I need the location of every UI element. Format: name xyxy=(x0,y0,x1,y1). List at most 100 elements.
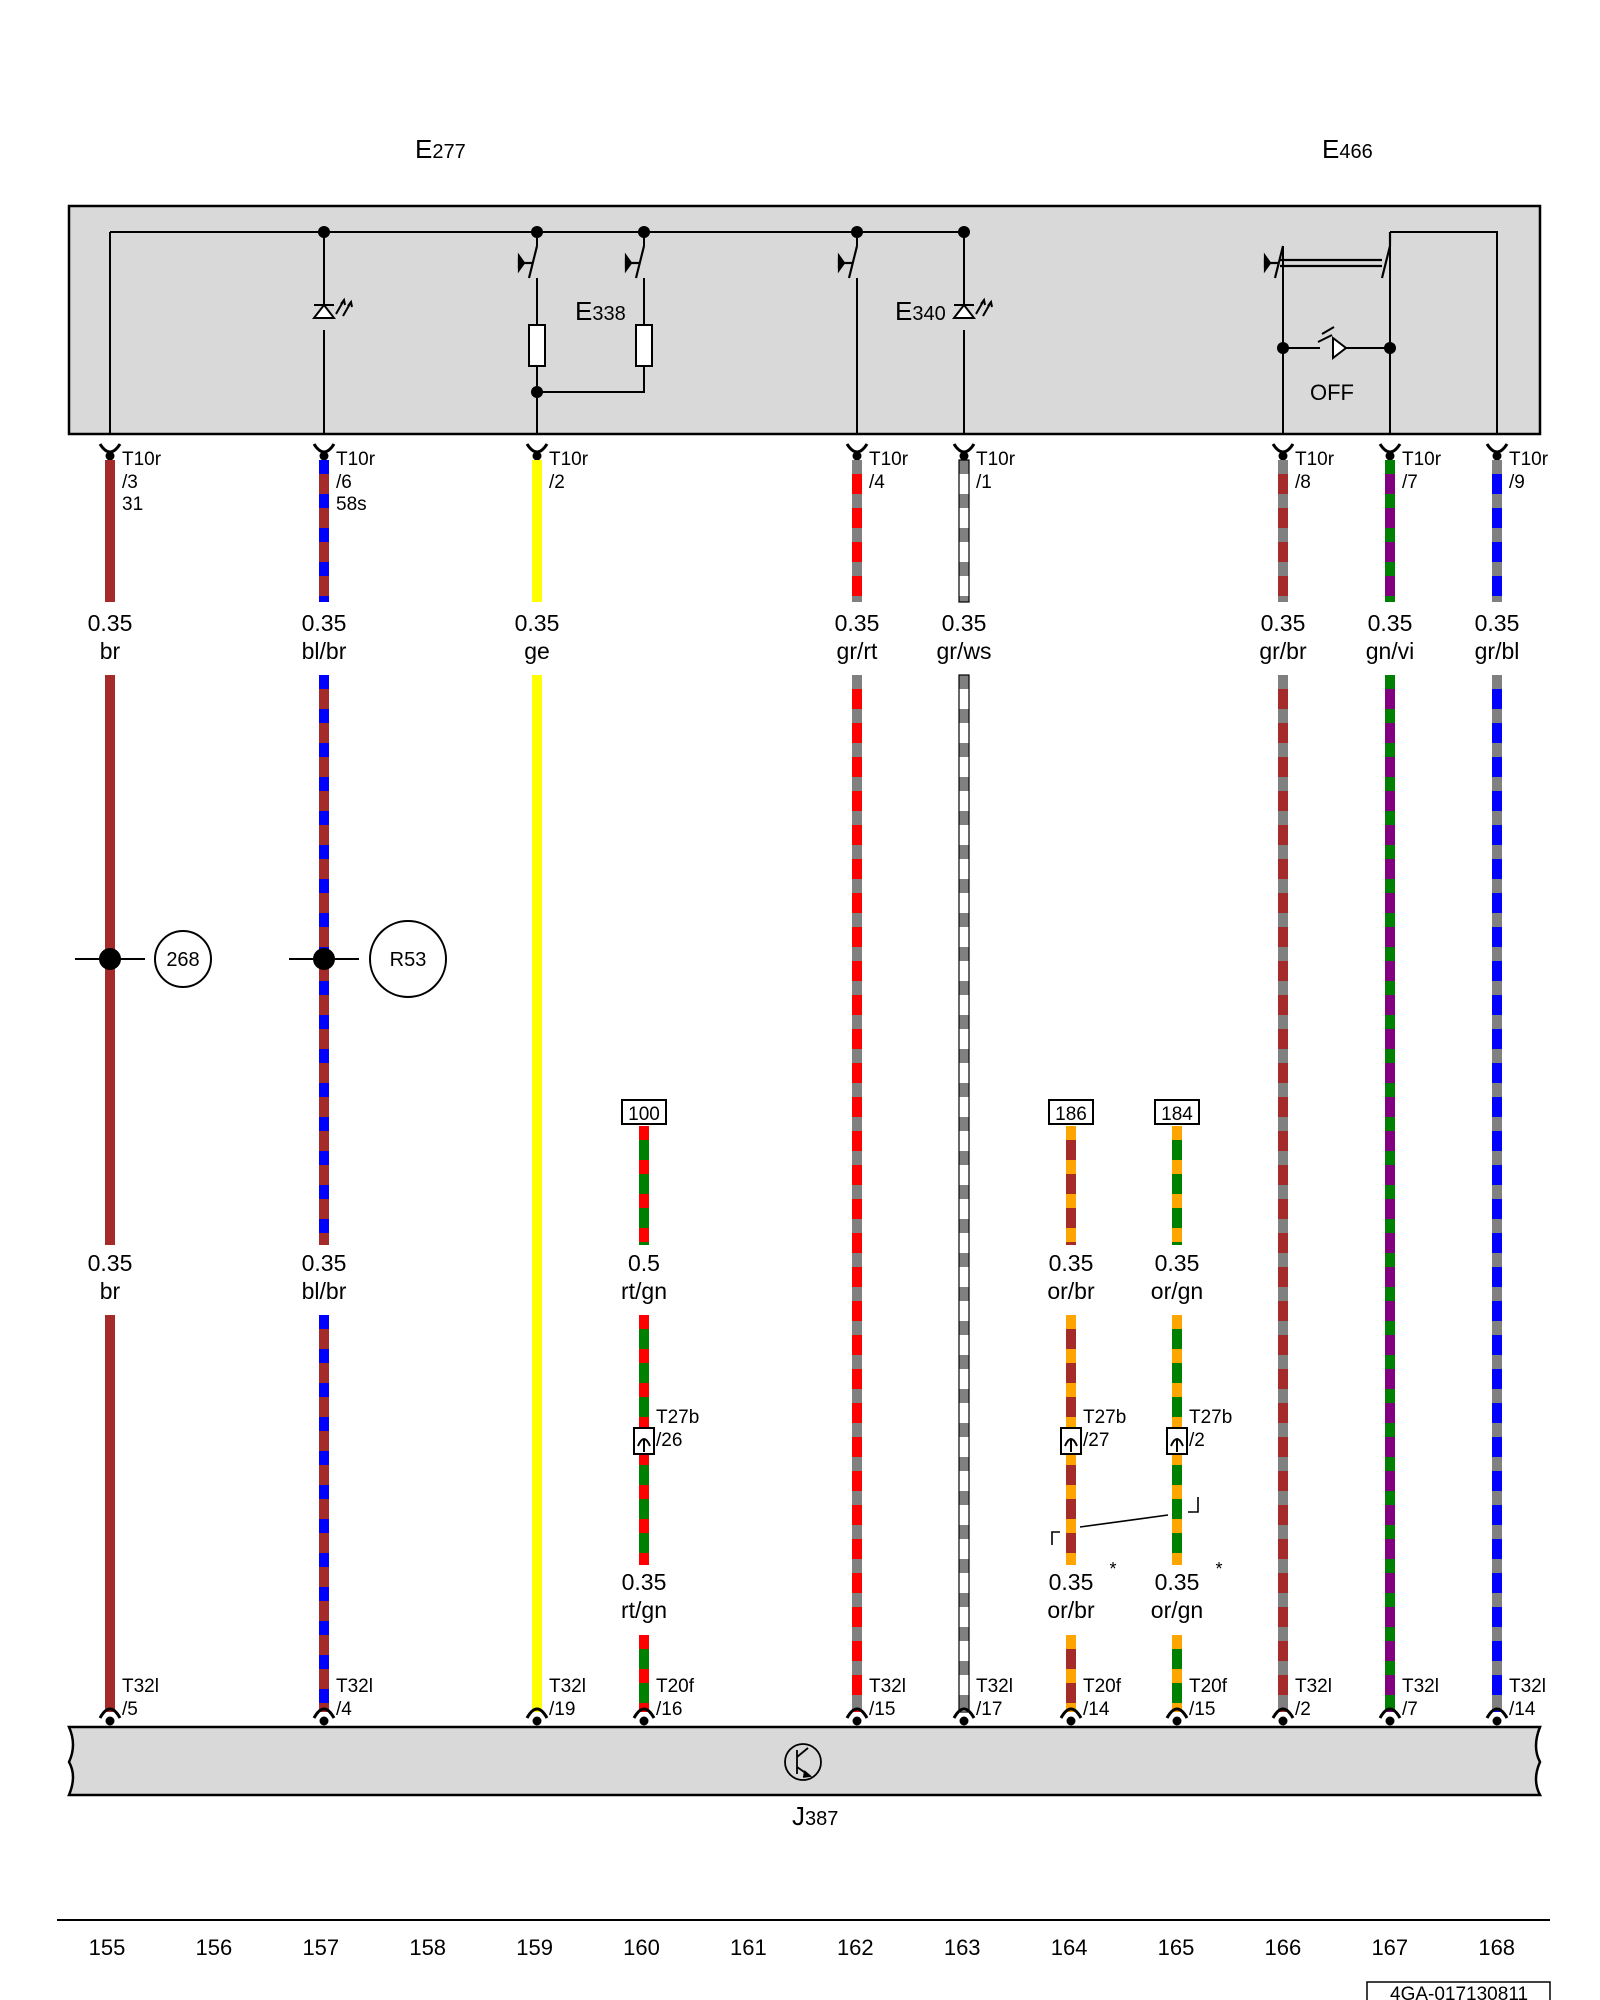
reference-number: 184 xyxy=(1161,1104,1193,1125)
wire-color-code: br xyxy=(100,1278,121,1304)
connector-pin-icon xyxy=(632,1707,656,1726)
component-e340-label: E340 xyxy=(895,296,946,326)
inline-connector-label: T27b xyxy=(1189,1407,1232,1428)
bottom-pin-position: /2 xyxy=(1295,1699,1311,1720)
wire-color-code: or/br xyxy=(1047,1597,1095,1623)
connector-pin-icon xyxy=(525,443,549,461)
connector-pin-icon xyxy=(312,1707,336,1726)
wire-segment xyxy=(105,1315,115,1712)
asterisk-note: * xyxy=(1215,1559,1222,1579)
current-track-number: 167 xyxy=(1371,1935,1408,1960)
wire-size-label: 0.35 xyxy=(1155,1250,1200,1276)
splice-reference-circle xyxy=(154,930,212,988)
top-pin-label: T10r xyxy=(869,449,909,470)
connector-pin-icon xyxy=(952,443,976,461)
reference-box xyxy=(1048,1099,1094,1125)
wire-color-code: rt/gn xyxy=(621,1278,667,1304)
doc-id-box xyxy=(1366,1981,1551,2000)
splice-reference-label: 268 xyxy=(166,949,199,971)
wire-segment xyxy=(1278,460,1288,602)
top-pin-label: T10r xyxy=(122,449,162,470)
wire-color-code: br xyxy=(100,638,121,664)
bottom-pin-label: T20f xyxy=(1083,1676,1122,1697)
wire-color-code: or/br xyxy=(1047,1278,1095,1304)
top-pin-terminal: 58s xyxy=(336,494,367,515)
wire-size-label: 0.35 xyxy=(302,1250,347,1276)
wire-size-label: 0.35 xyxy=(1049,1569,1094,1595)
top-pin-position: /8 xyxy=(1295,472,1311,493)
wire-color-code: ge xyxy=(524,638,550,664)
wire-size-label: 0.35 xyxy=(622,1569,667,1595)
resistor-symbol xyxy=(635,324,653,367)
wire-segment xyxy=(532,460,542,602)
off-label: OFF xyxy=(1310,380,1354,405)
connector-pin-icon xyxy=(845,443,869,461)
splice-dot xyxy=(99,948,121,970)
current-track-number: 157 xyxy=(302,1935,339,1960)
current-track-number: 168 xyxy=(1478,1935,1515,1960)
asterisk-note: * xyxy=(1109,1559,1116,1579)
wire-size-label: 0.35 xyxy=(1049,1250,1094,1276)
wire-segment xyxy=(958,459,970,603)
bottom-pin-label: T32l xyxy=(1402,1676,1439,1697)
bottom-pin-label: T32l xyxy=(1509,1676,1546,1697)
bottom-pin-position: /14 xyxy=(1509,1699,1536,1720)
top-pin-position: /6 xyxy=(336,472,352,493)
wire-size-label: 0.35 xyxy=(88,610,133,636)
component-j387-label: J387 xyxy=(792,1801,838,1831)
top-pin-label: T10r xyxy=(1402,449,1442,470)
wire-segment xyxy=(852,460,862,602)
wire-segment xyxy=(105,460,115,602)
splice-reference-label: R53 xyxy=(390,949,427,971)
current-track-number: 163 xyxy=(944,1935,981,1960)
wire-color-code: gn/vi xyxy=(1366,638,1415,664)
current-track-number: 159 xyxy=(516,1935,553,1960)
current-track-number: 162 xyxy=(837,1935,874,1960)
wires-layer: T10r/3310.35br0.35br268T32l/5T10r/658s0.… xyxy=(75,443,1549,1726)
top-pin-position: /7 xyxy=(1402,472,1418,493)
bottom-pin-label: T20f xyxy=(656,1676,695,1697)
connector-pin-icon xyxy=(1485,443,1509,461)
bottom-pin-position: /4 xyxy=(336,1699,352,1720)
inline-connector-icon xyxy=(1166,1427,1188,1455)
top-pin-label: T10r xyxy=(549,449,589,470)
inline-connector-position: /26 xyxy=(656,1430,682,1451)
wire-size-label: 0.35 xyxy=(1155,1569,1200,1595)
wire-segment xyxy=(958,674,970,1713)
bottom-pin-position: /7 xyxy=(1402,1699,1418,1720)
wire-segment xyxy=(1066,1126,1076,1245)
bottom-pin-position: /16 xyxy=(656,1699,682,1720)
reference-box xyxy=(621,1099,667,1125)
top-pin-position: /3 xyxy=(122,472,138,493)
bottom-module-housing xyxy=(67,1725,1543,1797)
wire-pair-bracket xyxy=(1051,1497,1199,1545)
wire-segment xyxy=(639,1635,649,1712)
connector-pin-icon xyxy=(1059,1707,1083,1726)
connector-pin-icon xyxy=(1165,1707,1189,1726)
wire-size-label: 0.35 xyxy=(1261,610,1306,636)
wire-color-code: bl/br xyxy=(302,638,347,664)
wire-color-code: bl/br xyxy=(302,1278,347,1304)
bottom-pin-label: T32l xyxy=(549,1676,586,1697)
splice-dot xyxy=(313,948,335,970)
module-internal-circuit xyxy=(109,231,1498,434)
inline-connector-label: T27b xyxy=(656,1407,699,1428)
top-pin-label: T10r xyxy=(336,449,376,470)
bottom-pin-position: /14 xyxy=(1083,1699,1110,1720)
bottom-pin-position: /15 xyxy=(869,1699,895,1720)
inline-connector-position: /27 xyxy=(1083,1430,1109,1451)
current-track-number: 165 xyxy=(1158,1935,1195,1960)
branch-wires-layer: 1000.5rt/gnT27b/260.35rt/gnT20f/161860.3… xyxy=(621,1099,1232,1726)
top-pin-position: /9 xyxy=(1509,472,1525,493)
bottom-pin-label: T32l xyxy=(336,1676,373,1697)
wire-color-code: rt/gn xyxy=(621,1597,667,1623)
wire-segment xyxy=(1066,1635,1076,1712)
top-module-housing xyxy=(67,204,1542,436)
top-pin-label: T10r xyxy=(1295,449,1335,470)
connector-pin-icon xyxy=(1485,1707,1509,1726)
top-pin-label: T10r xyxy=(976,449,1016,470)
inline-connector-label: T27b xyxy=(1083,1407,1126,1428)
wire-size-label: 0.35 xyxy=(835,610,880,636)
